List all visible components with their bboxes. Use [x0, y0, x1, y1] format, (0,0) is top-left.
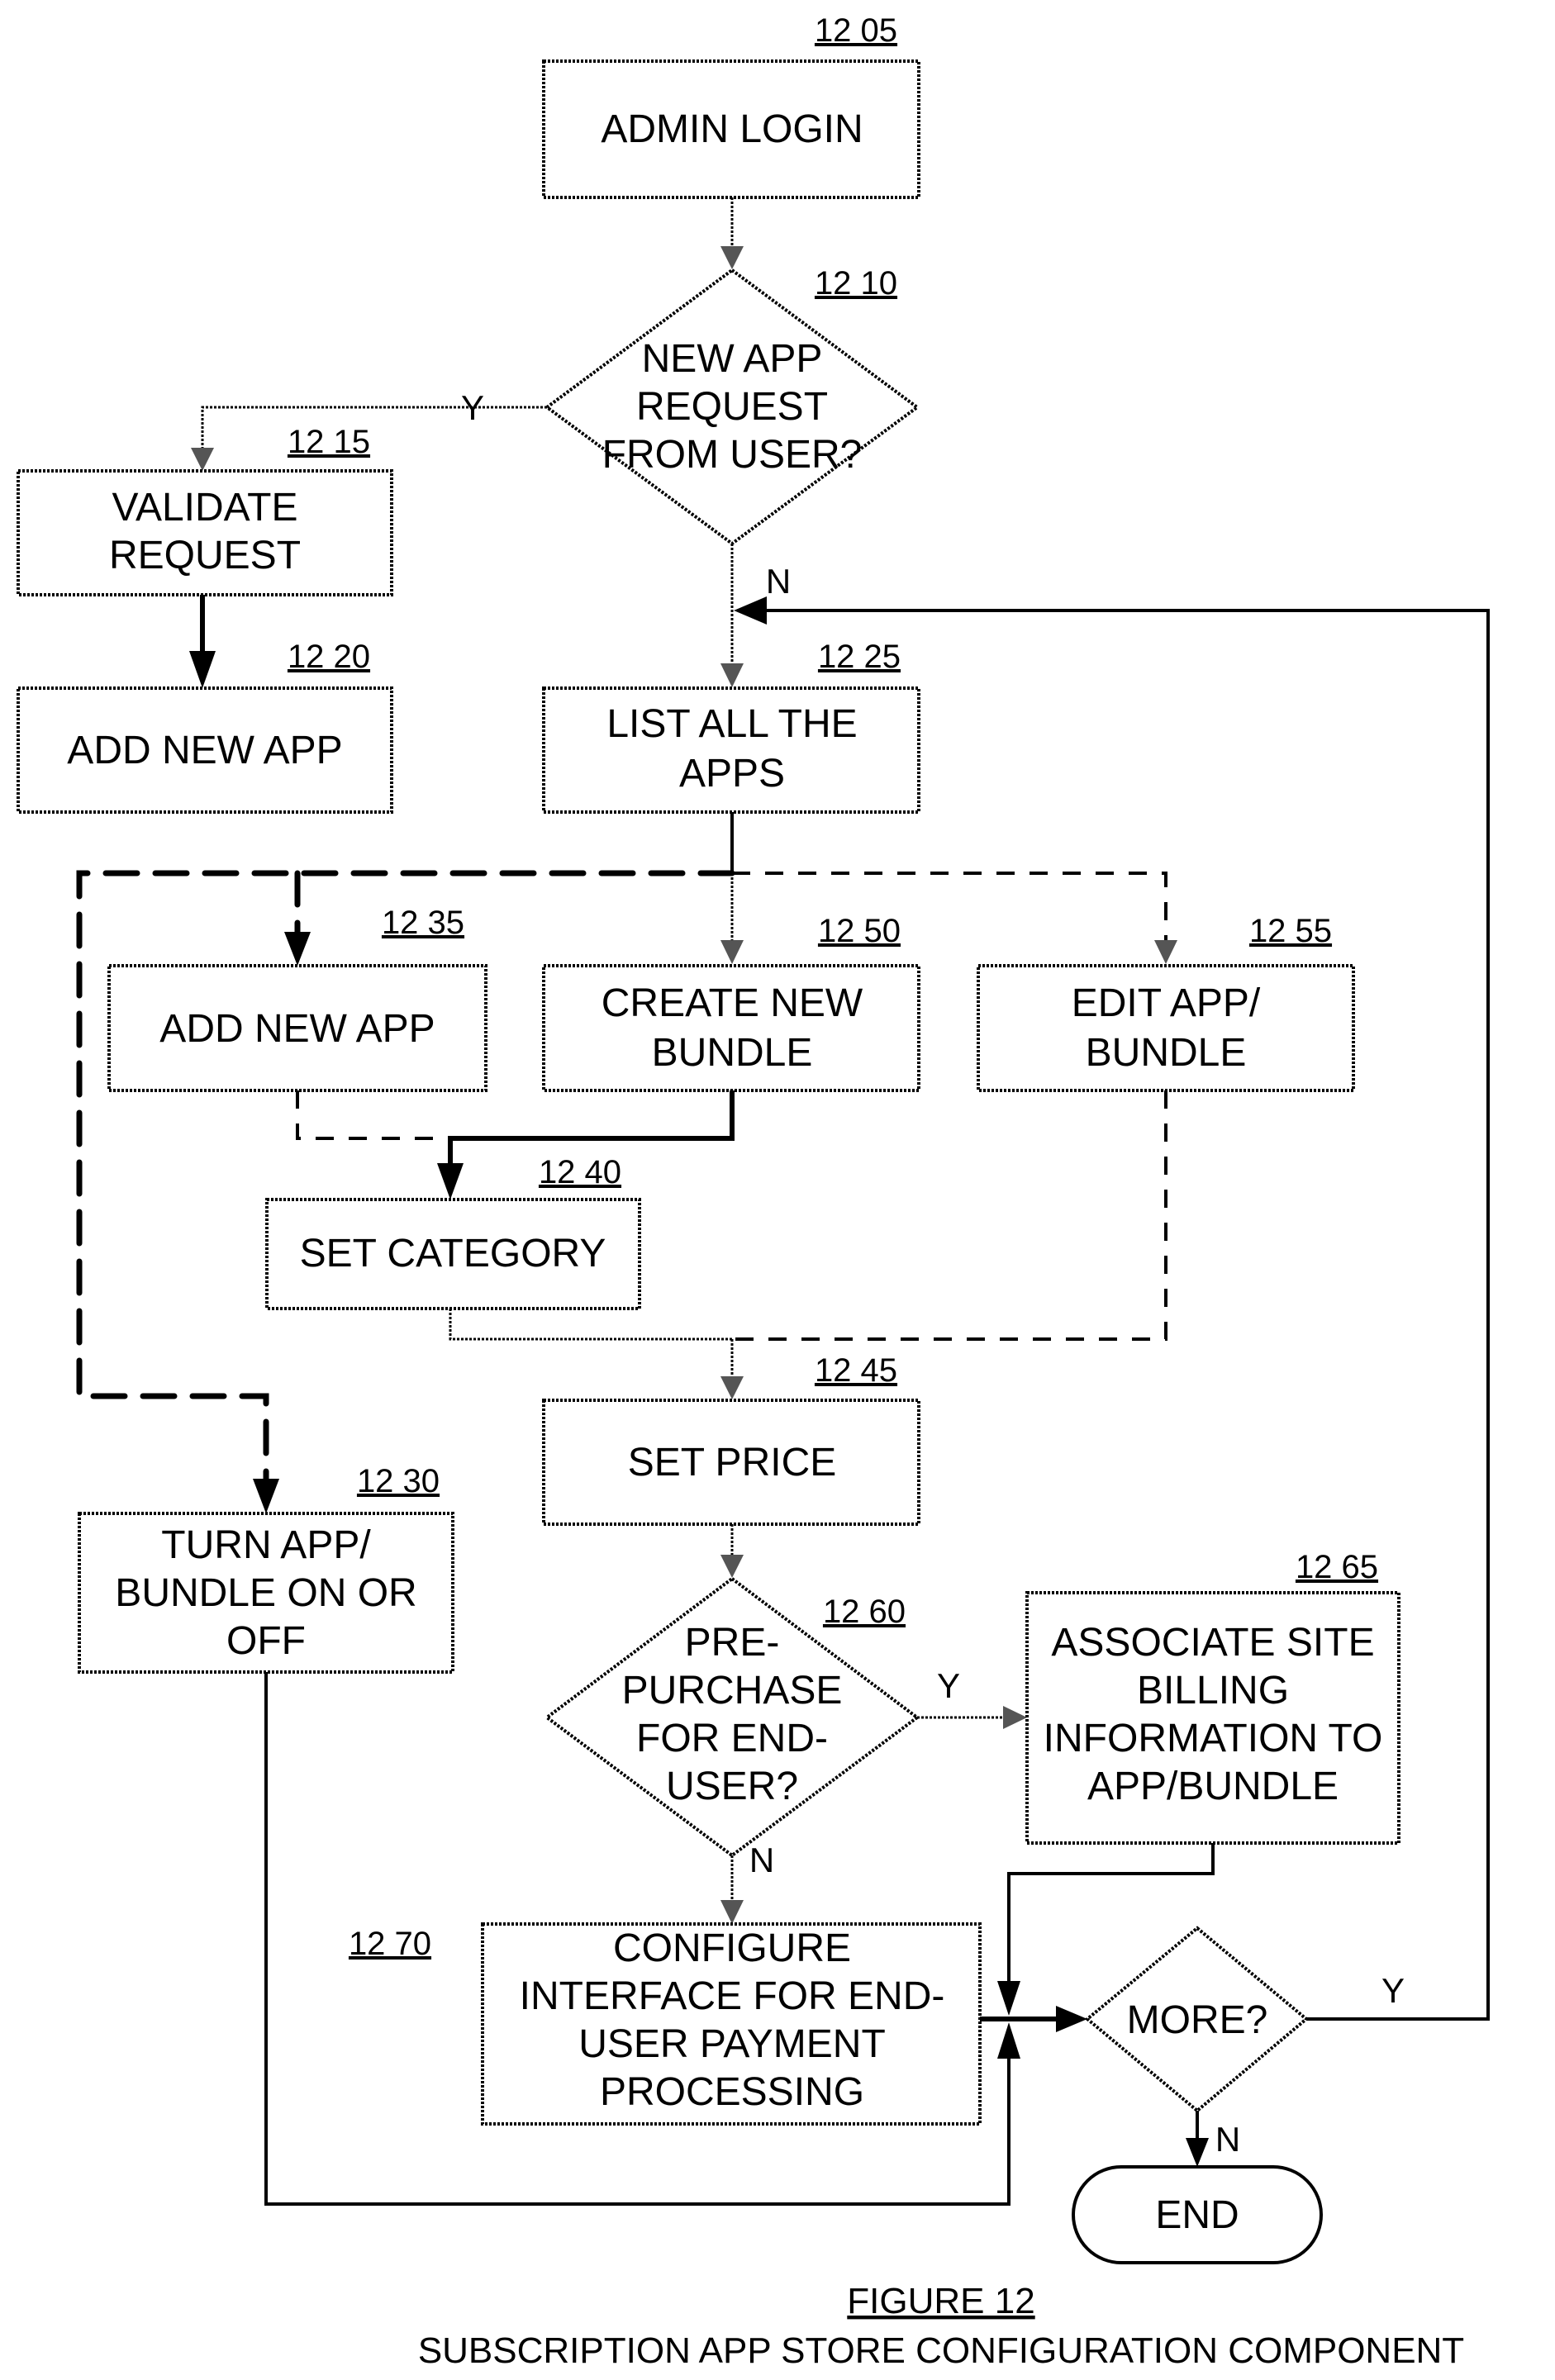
- node-label-line: OFF: [226, 1619, 306, 1663]
- ref-label: 12 60: [823, 1594, 906, 1630]
- node-label-line: REQUEST: [109, 534, 301, 577]
- ref-label: 12 15: [288, 424, 370, 460]
- edge-label-no: N: [749, 1841, 774, 1879]
- arrow-head: [437, 1163, 464, 1200]
- node-label-line: BILLING: [1137, 1669, 1289, 1713]
- ref-label: 12 50: [818, 913, 901, 949]
- ref-label: 12 45: [815, 1352, 897, 1389]
- node-label: SET CATEGORY: [300, 1232, 606, 1276]
- node-label: ADD NEW APP: [159, 1007, 435, 1051]
- node-label-line: REQUEST: [636, 385, 828, 429]
- node-new-app-request-decision: 12 10 NEW APP REQUEST FROM USER? Y N: [461, 265, 917, 601]
- node-label-line: APPS: [679, 752, 785, 796]
- arrow-head: [720, 1555, 744, 1578]
- node-label-line: PURCHASE: [622, 1669, 843, 1713]
- edge-dashed-to-edit: [732, 873, 1166, 942]
- arrow-head: [997, 2022, 1020, 2059]
- node-label-line: PRE-: [685, 1621, 780, 1665]
- node-label: SET PRICE: [628, 1441, 837, 1485]
- node-admin-login: 12 05 ADMIN LOGIN: [544, 12, 919, 197]
- node-label-line: USER PAYMENT: [578, 2022, 886, 2066]
- figure-caption: SUBSCRIPTION APP STORE CONFIGURATION COM…: [418, 2330, 1464, 2371]
- ref-label: 12 25: [818, 639, 901, 675]
- node-label: MORE?: [1127, 1998, 1268, 2042]
- node-label: END: [1155, 2193, 1239, 2237]
- node-label-line: BUNDLE: [1086, 1031, 1247, 1075]
- edge-label-no: N: [766, 562, 791, 601]
- arrow-head: [720, 940, 744, 964]
- arrow-head: [720, 1376, 744, 1399]
- ref-label: 12 70: [349, 1926, 431, 1962]
- edge-request-yes: [202, 407, 547, 450]
- node-end: END: [1073, 2167, 1321, 2263]
- ref-label: 12 20: [288, 639, 370, 675]
- ref-label: 12 05: [815, 12, 897, 49]
- edge-category-to-price: [450, 1309, 732, 1339]
- node-label-line: VALIDATE: [112, 486, 298, 530]
- arrow-head: [1003, 1706, 1027, 1729]
- arrow-head: [1056, 2006, 1087, 2032]
- arrow-head: [720, 1900, 744, 1924]
- arrow-head: [720, 663, 744, 687]
- arrow-head: [997, 1981, 1020, 2016]
- ref-label: 12 65: [1296, 1549, 1378, 1585]
- node-label-line: INTERFACE FOR END-: [520, 1974, 945, 2018]
- node-label-line: CREATE NEW: [602, 981, 863, 1025]
- edge-label-yes: Y: [1381, 1971, 1405, 2010]
- node-label-line: TURN APP/: [161, 1523, 371, 1567]
- node-label-line: FOR END-: [636, 1717, 828, 1760]
- node-label-line: USER?: [666, 1765, 798, 1808]
- node-label-line: APP/BUNDLE: [1087, 1765, 1339, 1808]
- edge-edit-to-price: [732, 1090, 1166, 1339]
- edge-label-yes: Y: [461, 388, 484, 427]
- arrow-head: [189, 651, 216, 688]
- ref-label: 12 30: [357, 1463, 440, 1499]
- figure-label: FIGURE 12: [847, 2281, 1034, 2321]
- node-label-line: LIST ALL THE: [606, 702, 857, 746]
- node-label-line: FROM USER?: [602, 433, 863, 477]
- node-label-line: PROCESSING: [600, 2070, 864, 2114]
- arrow-head: [720, 246, 744, 269]
- ref-label: 12 40: [539, 1154, 621, 1190]
- node-associate-billing: 12 65 ASSOCIATE SITE BILLING INFORMATION…: [1027, 1549, 1399, 1843]
- node-label-line: ASSOCIATE SITE: [1051, 1621, 1374, 1665]
- node-label-line: EDIT APP/: [1072, 981, 1261, 1025]
- node-more-decision: MORE? Y N: [1087, 1928, 1405, 2159]
- arrow-head: [1186, 2138, 1209, 2167]
- edge-add-to-category: [297, 1090, 450, 1138]
- ref-label: 12 35: [382, 905, 464, 941]
- arrow-head: [1154, 940, 1177, 964]
- ref-label: 12 10: [815, 265, 897, 302]
- node-label-line: CONFIGURE: [613, 1926, 851, 1970]
- node-label: ADD NEW APP: [67, 729, 342, 772]
- arrow-head: [734, 596, 767, 625]
- node-label-line: BUNDLE: [652, 1031, 813, 1075]
- arrow-head: [191, 448, 214, 471]
- arrow-head: [253, 1479, 279, 1513]
- arrow-head: [284, 932, 311, 966]
- node-label-line: INFORMATION TO: [1044, 1717, 1383, 1760]
- node-configure-interface: 12 70 CONFIGURE INTERFACE FOR END- USER …: [349, 1924, 980, 2124]
- edge-label-yes: Y: [937, 1666, 960, 1705]
- node-label-line: BUNDLE ON OR: [115, 1571, 416, 1615]
- edge-label-no: N: [1215, 2120, 1240, 2159]
- node-prepurchase-decision: 12 60 PRE- PURCHASE FOR END- USER? Y N: [547, 1579, 960, 1879]
- ref-label: 12 55: [1249, 913, 1332, 949]
- node-label: ADMIN LOGIN: [601, 107, 863, 151]
- node-label-line: NEW APP: [642, 337, 823, 381]
